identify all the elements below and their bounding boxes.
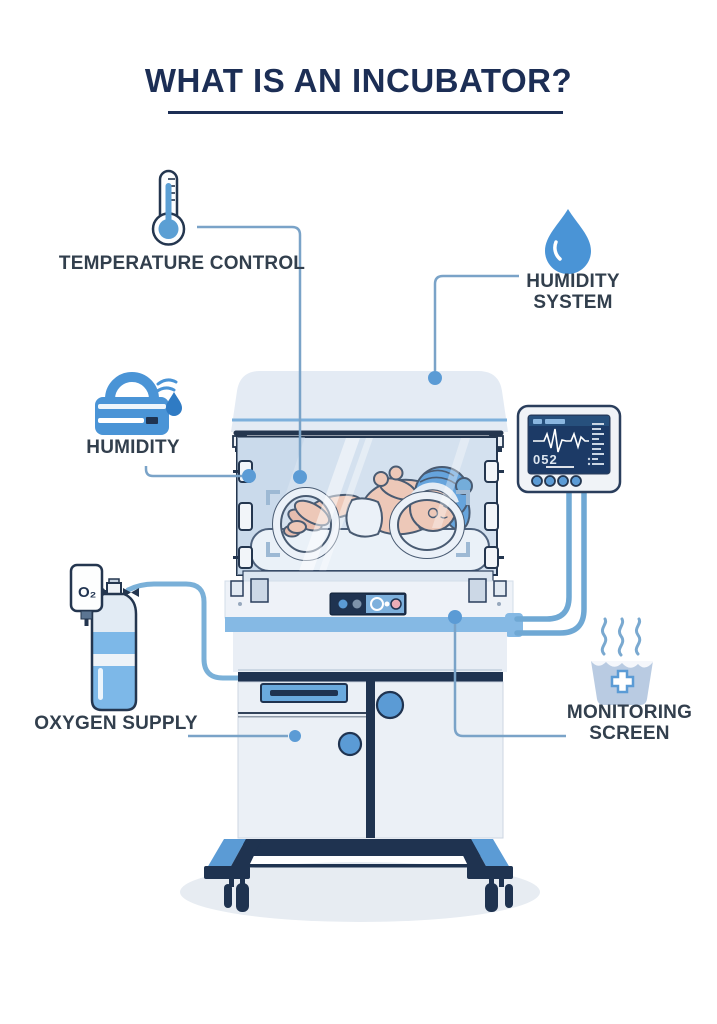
incubator-band bbox=[225, 617, 513, 632]
cabinet-knob-left bbox=[337, 731, 363, 757]
panel-button bbox=[338, 599, 348, 609]
connector-temperature-line bbox=[197, 225, 302, 470]
steam-basin-icon bbox=[591, 617, 653, 705]
monitor-cables bbox=[514, 487, 587, 636]
porthole-right bbox=[389, 491, 465, 559]
vital-monitor: 052 bbox=[516, 404, 622, 494]
oxygen-tube bbox=[125, 581, 243, 681]
humidity-bag-icon bbox=[95, 372, 182, 435]
monitor-reading: 052 bbox=[533, 452, 558, 467]
oxygen-tank bbox=[90, 578, 139, 712]
connector-humidity-system-line bbox=[433, 274, 519, 371]
oxygen-gauge-label: O₂ bbox=[78, 584, 96, 601]
connector-lines bbox=[144, 225, 566, 738]
label-humidity: HUMIDITY bbox=[86, 437, 180, 458]
cabinet-knob-right bbox=[375, 690, 405, 720]
water-drop-icon bbox=[545, 209, 591, 274]
panel-button bbox=[352, 599, 362, 609]
label-temperature-control: TEMPERATURE CONTROL bbox=[58, 253, 306, 274]
panel-button bbox=[390, 598, 402, 610]
cabinet bbox=[237, 672, 504, 839]
connector-monitoring-line bbox=[453, 622, 566, 738]
oxygen-gauge: O₂ bbox=[69, 563, 104, 626]
connector-humidity-line bbox=[144, 466, 242, 478]
page-title: WHAT IS AN INCUBATOR? bbox=[144, 62, 573, 99]
connector-dots bbox=[242, 371, 462, 742]
monitor-buttons bbox=[531, 475, 582, 487]
control-panel bbox=[329, 592, 407, 616]
label-oxygen-supply: OXYGEN SUPPLY bbox=[34, 713, 198, 734]
base-stand bbox=[204, 839, 513, 912]
label-monitoring-screen: MONITORING SCREEN bbox=[566, 702, 693, 744]
incubator bbox=[224, 371, 523, 839]
thermometer-icon bbox=[151, 169, 186, 246]
floor-shadow bbox=[180, 862, 540, 922]
panel-dial bbox=[370, 597, 384, 611]
incubator-hood bbox=[231, 371, 508, 432]
caster-wheel-right bbox=[485, 879, 513, 912]
title-underline bbox=[168, 111, 563, 114]
ecg-waveform bbox=[533, 428, 589, 453]
caster-wheel-left bbox=[224, 879, 249, 912]
label-humidity-system: HUMIDITY SYSTEM bbox=[526, 271, 620, 313]
inner-corner-brackets bbox=[266, 490, 470, 557]
